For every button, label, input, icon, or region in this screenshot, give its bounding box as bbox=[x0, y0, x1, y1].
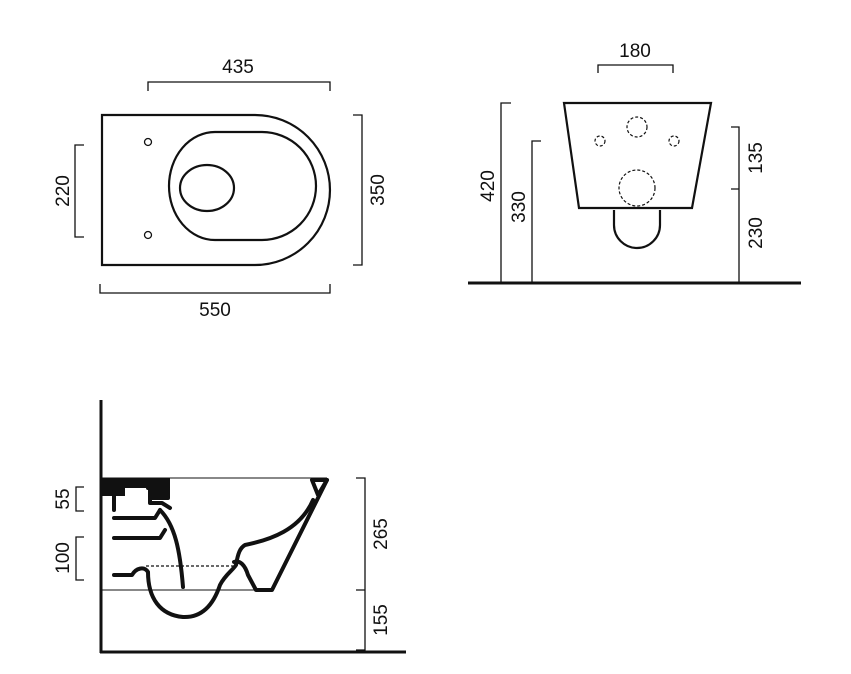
inner-channel bbox=[112, 490, 162, 520]
dim-135: 135 bbox=[746, 142, 767, 174]
fixing-hole bbox=[143, 137, 153, 147]
top-view-outline bbox=[100, 113, 332, 267]
front-view-bowl bbox=[612, 210, 662, 250]
dim-line-330 bbox=[531, 140, 541, 283]
dim-350: 350 bbox=[368, 174, 389, 206]
rear-flange bbox=[102, 478, 170, 498]
front-view: 180 420 330 135 230 bbox=[468, 41, 801, 285]
dim-line-100 bbox=[75, 536, 84, 581]
dim-155: 155 bbox=[371, 604, 392, 636]
dim-230: 230 bbox=[746, 217, 767, 249]
bolt-hole bbox=[594, 135, 606, 147]
dim-435: 435 bbox=[222, 57, 254, 78]
dim-line-550 bbox=[99, 284, 331, 294]
fixing-hole bbox=[143, 230, 153, 240]
dim-180: 180 bbox=[619, 41, 651, 62]
dim-265: 265 bbox=[371, 518, 392, 550]
inlet bbox=[146, 486, 172, 510]
trap-inner-wall bbox=[158, 508, 185, 589]
front-view-body bbox=[562, 101, 713, 210]
water-inlet-hole bbox=[626, 116, 648, 138]
side-view: 265 155 55 100 bbox=[53, 400, 406, 654]
dim-line-220 bbox=[74, 144, 84, 238]
dim-220: 220 bbox=[53, 175, 74, 207]
dim-55: 55 bbox=[53, 488, 74, 509]
top-view: 435 220 350 550 bbox=[53, 57, 389, 321]
bolt-hole bbox=[668, 135, 680, 147]
dim-line-265-155 bbox=[356, 477, 366, 651]
dim-550: 550 bbox=[199, 300, 231, 321]
dim-line-55 bbox=[75, 486, 84, 512]
top-view-bowl bbox=[167, 130, 318, 242]
dim-330: 330 bbox=[509, 191, 530, 223]
dim-line-350 bbox=[353, 114, 363, 266]
dim-line-135-230 bbox=[731, 126, 740, 283]
outer-shell bbox=[232, 478, 329, 592]
seat-hole bbox=[178, 163, 236, 213]
dim-100: 100 bbox=[53, 542, 74, 574]
trap-bowl bbox=[112, 498, 315, 620]
dim-420: 420 bbox=[478, 170, 499, 202]
dim-line-435 bbox=[147, 81, 331, 91]
dim-line-180 bbox=[597, 64, 674, 73]
inner-channel-2 bbox=[112, 528, 167, 540]
dim-line-420 bbox=[500, 102, 511, 283]
waste-outlet-hole bbox=[618, 169, 656, 207]
